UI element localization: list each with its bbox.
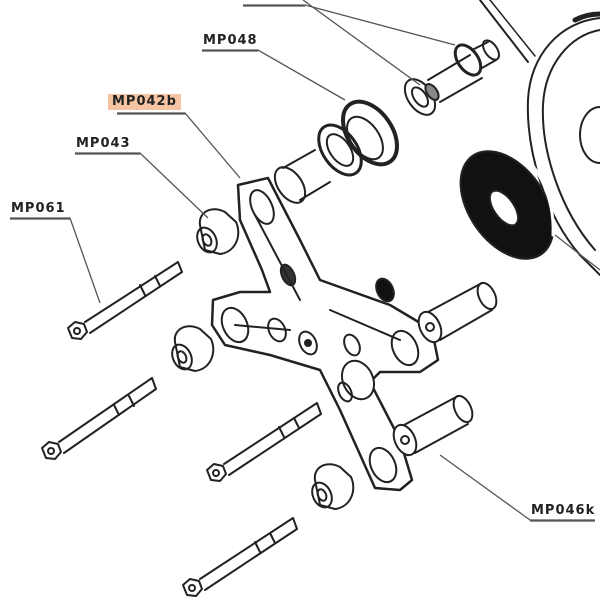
leader-mp046k (439, 454, 595, 521)
label-mp048[interactable]: MP048 (203, 33, 258, 48)
leader-mp048 (202, 49, 346, 101)
bearing (317, 99, 399, 177)
leader-mp049b (302, 0, 421, 86)
standoff-lower (392, 394, 474, 457)
spacer-tube (273, 149, 331, 204)
bolt-4 (182, 517, 298, 597)
label-mp049[interactable]: MP049 (245, 0, 300, 5)
bolt-2 (41, 377, 157, 460)
leader-mp049 (243, 4, 456, 46)
leader-mp042b (117, 112, 241, 179)
label-mp046k[interactable]: MP046k (531, 503, 596, 518)
knurled-pin (375, 277, 395, 303)
bushing-3 (311, 463, 355, 510)
label-mp061[interactable]: MP061 (11, 201, 66, 216)
label-mp042b[interactable]: MP042b (108, 94, 181, 110)
main-bracket (210, 176, 440, 492)
leader-washer (554, 234, 600, 271)
label-mp043[interactable]: MP043 (76, 136, 131, 151)
leader-lines (10, 0, 600, 521)
bolt-3 (206, 402, 322, 482)
bushing-1 (196, 208, 240, 255)
label-underlines (10, 5, 595, 522)
ribbed-washer (459, 148, 555, 260)
pulley-wheel (479, 0, 600, 276)
bolt-1 (67, 261, 183, 340)
axle-pin (403, 39, 500, 116)
bushing-2 (171, 325, 215, 372)
leader-mp043 (75, 152, 209, 219)
standoff-upper (417, 281, 498, 344)
leader-mp061 (10, 217, 101, 304)
